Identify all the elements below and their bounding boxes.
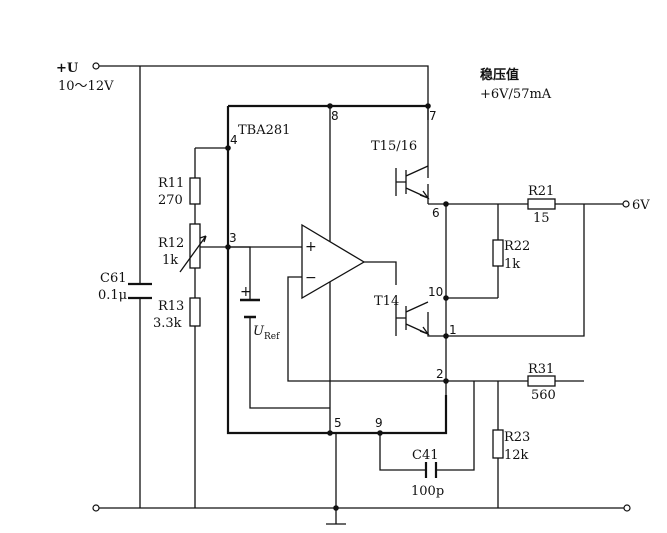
t14-ref: T14 (374, 294, 399, 309)
junction-dot (333, 505, 339, 511)
t14-wires (395, 204, 498, 434)
ic-name: TBA281 (238, 123, 290, 138)
r21-ref: R21 (528, 184, 554, 199)
r31-ref: R31 (528, 362, 554, 377)
divider-chain (194, 147, 228, 508)
r31-resistor-icon (527, 375, 556, 387)
r12-wiper-arrow-icon (179, 235, 207, 273)
supply-label: +U (56, 61, 79, 76)
r13-resistor-icon (189, 297, 201, 327)
junction-dot (443, 333, 449, 339)
junctions (225, 103, 449, 511)
c41-capacitor-icon (424, 462, 438, 478)
pin-6-label: 6 (432, 206, 440, 220)
t15-16-transistor-icon (405, 165, 430, 200)
r12-value: 1k (162, 253, 178, 268)
r23-resistor-icon (492, 429, 504, 459)
wiring (98, 65, 625, 524)
opamp-minus-sign: − (305, 270, 317, 286)
ground-terminal-right-icon (623, 504, 631, 512)
opamp-plus-sign: + (305, 239, 317, 255)
junction-dot (327, 103, 333, 109)
junction-dot (443, 378, 449, 384)
junction-dot (443, 295, 449, 301)
t15-wires (395, 106, 429, 204)
c61-value: 0.1μ (98, 288, 127, 303)
r23-value: 12k (504, 448, 529, 463)
r12-potentiometer-icon (189, 223, 201, 269)
c41-ref: C41 (412, 448, 439, 463)
r11-value: 270 (158, 193, 183, 208)
pin2-wires (446, 380, 584, 508)
ground-terminal-left-icon (92, 504, 100, 512)
feedback-wire (287, 276, 446, 382)
uref-branch (228, 246, 330, 409)
uref-label: URef (253, 324, 280, 342)
junction-dot (225, 145, 231, 151)
supply-range: 10～12V (58, 79, 114, 94)
r13-ref: R13 (158, 299, 184, 314)
t15-16-ref: T15/16 (371, 139, 417, 154)
output-terminal-icon (622, 200, 630, 208)
r22-resistor-icon (492, 239, 504, 267)
ground-rail (98, 507, 625, 524)
c41-wires (379, 381, 475, 471)
junction-dot (225, 244, 231, 250)
uref-battery-icon (240, 298, 260, 319)
opamp-output-wire (364, 261, 397, 285)
battery-plus-sign: + (240, 284, 252, 300)
r23-ref: R23 (504, 430, 530, 445)
pin-5-label: 5 (334, 416, 342, 430)
components (128, 165, 556, 478)
r13-value: 3.3k (153, 316, 182, 331)
r11-ref: R11 (158, 176, 184, 191)
pin-4-label: 4 (230, 133, 238, 147)
regulated-title: 稳压值 (480, 67, 519, 83)
labels: +U 10～12V 稳压值 +6V/57mA 6V TBA281 R11 270… (56, 61, 650, 499)
pin-1-label: 1 (449, 323, 457, 337)
t14-transistor-icon (405, 301, 430, 336)
r21-value: 15 (533, 211, 550, 226)
terminals (92, 62, 631, 525)
r12-ref: R12 (158, 236, 184, 251)
pin-3-label: 3 (229, 231, 237, 245)
junction-dot (377, 430, 383, 436)
r22-value: 1k (504, 257, 520, 272)
r31-value: 560 (531, 388, 556, 403)
regulated-value: +6V/57mA (480, 87, 552, 102)
pin-numbers: 1 2 3 4 5 6 7 8 9 10 (229, 109, 457, 430)
junction-dot (327, 430, 333, 436)
c61-capacitor-icon (128, 282, 152, 300)
pin1-wire (446, 204, 585, 337)
supply-terminal-icon (92, 62, 100, 70)
pin8-wire (329, 106, 337, 508)
c41-value: 100p (411, 484, 444, 499)
r22-ref: R22 (504, 239, 530, 254)
output-label: 6V (632, 198, 650, 213)
r21-resistor-icon (527, 198, 556, 210)
pin-9-label: 9 (375, 416, 383, 430)
junction-dot (443, 201, 449, 207)
pin-7-label: 7 (429, 109, 437, 123)
pin-2-label: 2 (436, 367, 444, 381)
c61-ref: C61 (100, 271, 127, 286)
junction-dot (425, 103, 431, 109)
pin-10-label: 10 (428, 285, 443, 299)
supply-rail (98, 65, 429, 106)
pin-8-label: 8 (331, 109, 339, 123)
r11-resistor-icon (189, 177, 201, 205)
opamp-icon (301, 223, 366, 300)
output-wires (428, 203, 625, 298)
